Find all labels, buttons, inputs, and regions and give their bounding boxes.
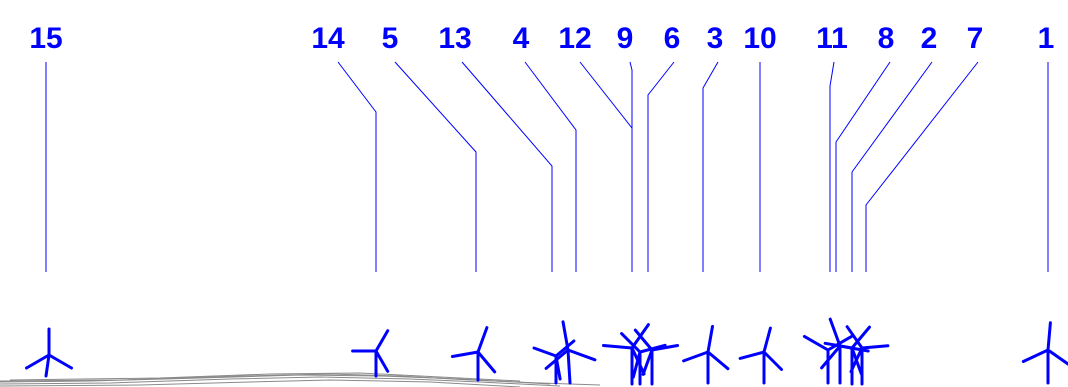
wind-turbine-icon <box>25 327 73 378</box>
turbine-label: 9 <box>617 22 634 55</box>
leader-line <box>579 61 633 272</box>
wind-turbine-icon <box>602 323 650 386</box>
leader-line <box>629 61 633 272</box>
wind-turbine-icon <box>544 320 597 385</box>
wind-turbine-icon <box>738 326 783 385</box>
turbine-label: 5 <box>382 22 399 55</box>
wind-turbine-icon <box>351 329 390 378</box>
turbine-label: 3 <box>707 22 724 55</box>
leader-line <box>865 61 979 272</box>
turbine-label: 4 <box>513 22 530 55</box>
terrain-line <box>0 376 561 387</box>
turbine-label: 10 <box>743 22 776 55</box>
turbine-label: 11 <box>816 22 848 55</box>
leader-lines <box>45 61 1049 272</box>
leader-line <box>647 61 675 272</box>
turbine-markers <box>25 317 1068 386</box>
wind-turbine-icon <box>682 324 730 385</box>
wind-turbine-icon <box>633 328 680 386</box>
turbine-label: 6 <box>664 22 681 55</box>
leader-line <box>337 61 377 272</box>
terrain-line <box>0 374 551 385</box>
turbine-label: 14 <box>311 22 345 55</box>
terrain-line <box>9 372 521 382</box>
turbine-label: 15 <box>29 22 62 55</box>
wind-turbine-icon <box>450 326 497 382</box>
turbine-label: 7 <box>967 22 984 55</box>
turbine-label: 13 <box>438 22 471 55</box>
wind-turbine-icon <box>1021 321 1068 385</box>
terrain-line <box>0 379 521 387</box>
leader-line <box>394 61 477 272</box>
leader-line <box>851 61 933 272</box>
leader-line <box>829 61 835 272</box>
turbine-label: 8 <box>878 22 895 55</box>
leader-line <box>835 61 891 272</box>
terrain-horizon <box>0 372 601 387</box>
wind-turbine-icon <box>845 325 890 386</box>
turbine-label: 1 <box>1038 22 1055 55</box>
leader-line <box>461 61 553 272</box>
turbine-label: 12 <box>558 22 591 55</box>
leader-line <box>702 61 719 272</box>
leader-line <box>524 61 577 272</box>
turbine-label: 2 <box>921 22 938 55</box>
